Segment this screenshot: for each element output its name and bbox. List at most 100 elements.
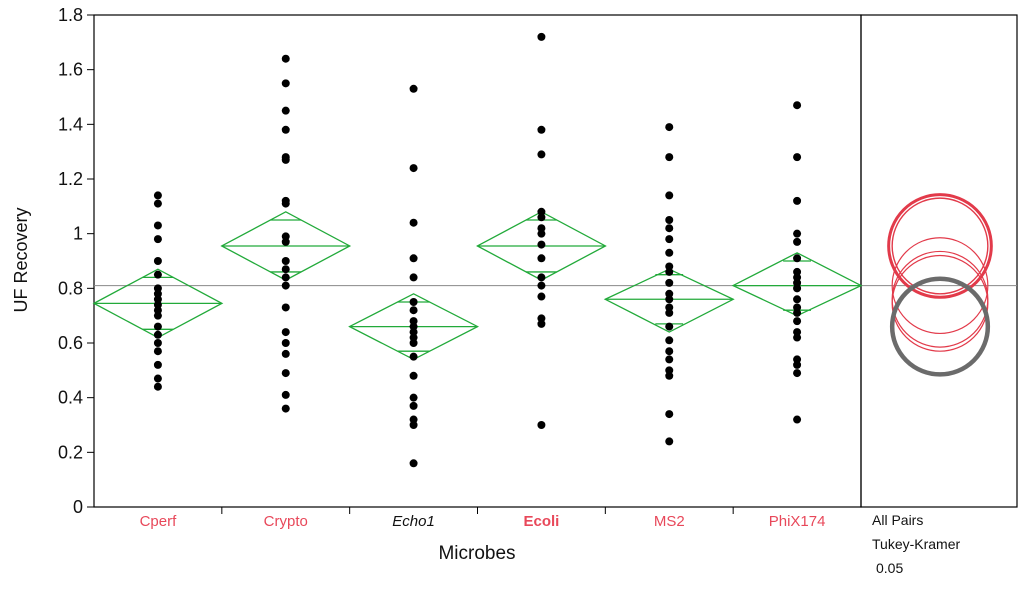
y-tick-label: 1.8 <box>58 5 83 25</box>
data-point <box>153 257 162 265</box>
data-point <box>153 322 162 331</box>
data-point <box>537 32 546 41</box>
data-point <box>665 308 674 317</box>
data-point <box>793 237 802 246</box>
data-point <box>153 284 162 293</box>
data-point <box>793 284 802 293</box>
data-point <box>153 270 162 279</box>
data-point <box>537 281 546 290</box>
data-point <box>665 123 674 132</box>
data-point <box>409 317 418 326</box>
data-point <box>793 303 802 312</box>
data-point <box>665 153 674 162</box>
data-point <box>665 347 674 356</box>
data-point <box>153 347 162 356</box>
data-point <box>409 254 418 263</box>
data-point <box>793 273 802 282</box>
y-tick-label: 1.4 <box>58 114 83 134</box>
data-point <box>793 308 802 317</box>
data-point <box>281 273 290 282</box>
data-point <box>281 328 290 337</box>
data-point <box>665 322 674 331</box>
x-category-label: PhiX174 <box>769 513 826 530</box>
data-point <box>665 336 674 345</box>
data-point <box>665 267 674 276</box>
data-point <box>409 421 418 429</box>
data-point <box>537 240 546 249</box>
data-point <box>537 150 546 159</box>
data-point <box>281 199 290 208</box>
data-point <box>665 371 674 380</box>
data-point <box>793 267 802 276</box>
y-tick-label: 1 <box>73 224 83 244</box>
data-point <box>665 191 674 200</box>
data-point <box>793 333 802 342</box>
data-point <box>409 273 418 282</box>
data-point <box>153 306 162 315</box>
data-point <box>281 237 290 246</box>
data-point <box>153 289 162 298</box>
y-tick-label: 0.2 <box>58 442 83 462</box>
data-point <box>153 199 162 208</box>
x-axis-label: Microbes <box>438 543 515 564</box>
data-point <box>537 319 546 328</box>
data-point <box>409 401 418 410</box>
data-point <box>793 317 802 326</box>
comparison-circle <box>891 237 989 335</box>
data-point <box>537 292 546 301</box>
data-point <box>153 330 162 339</box>
data-point <box>665 216 674 224</box>
data-point <box>665 262 674 271</box>
plot-frame <box>93 14 862 508</box>
data-point <box>281 369 290 378</box>
data-point <box>665 289 674 298</box>
data-point <box>537 125 546 134</box>
y-tick-label: 0.4 <box>58 388 83 408</box>
data-point <box>281 339 290 347</box>
data-point <box>409 164 418 173</box>
x-category-label: Cperf <box>140 513 178 530</box>
data-point <box>281 349 290 358</box>
data-point <box>409 322 418 331</box>
comparison-circle <box>891 197 989 295</box>
data-point <box>409 371 418 380</box>
data-point <box>665 437 674 446</box>
data-point <box>665 303 674 312</box>
data-point <box>281 303 290 312</box>
data-point <box>281 106 290 115</box>
data-point <box>153 339 162 347</box>
comparison-test-line-2: Tukey-Kramer <box>872 536 961 552</box>
comparison-circle <box>889 276 991 377</box>
data-point <box>793 153 802 162</box>
data-point <box>281 265 290 274</box>
data-point <box>409 415 418 424</box>
y-tick-label: 0.6 <box>58 333 83 353</box>
data-point <box>665 248 674 257</box>
data-point <box>281 390 290 399</box>
data-point <box>793 328 802 337</box>
y-tick-label: 1.6 <box>58 60 83 80</box>
data-point <box>409 393 418 402</box>
y-tick-label: 0.8 <box>58 278 83 298</box>
data-point <box>153 191 162 200</box>
data-point <box>793 254 802 263</box>
comparison-panel-frame <box>860 14 1018 508</box>
data-point <box>793 196 802 205</box>
comparison-test-line-1: All Pairs <box>872 512 923 528</box>
data-point <box>281 232 290 241</box>
data-point <box>281 155 290 164</box>
comparison-circle <box>891 250 989 348</box>
y-tick-label: 0 <box>73 497 83 517</box>
data-point <box>153 300 162 309</box>
y-tick-label: 1.2 <box>58 169 83 189</box>
data-point <box>153 382 162 391</box>
data-point <box>793 369 802 378</box>
data-point <box>153 221 162 230</box>
data-point <box>793 355 802 364</box>
data-point <box>537 207 546 216</box>
data-point <box>537 224 546 233</box>
data-point <box>409 298 418 306</box>
data-point <box>793 278 802 287</box>
